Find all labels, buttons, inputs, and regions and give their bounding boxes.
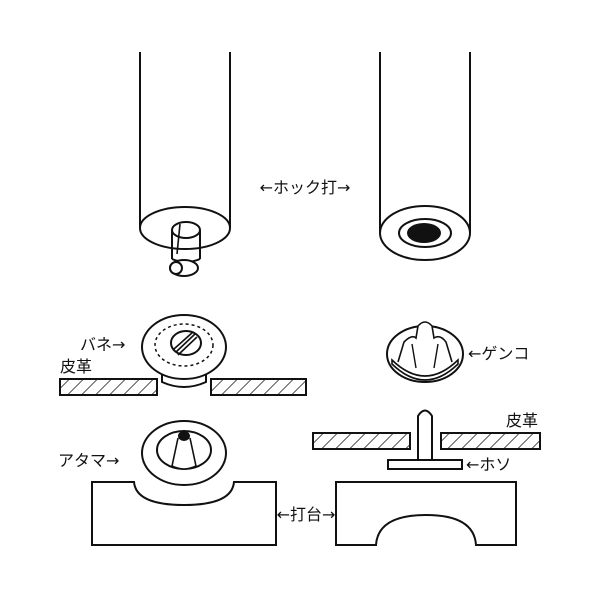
atama-label: アタマ→ bbox=[58, 451, 119, 470]
left-leather-strip-a bbox=[59, 378, 158, 396]
right-hook-setter bbox=[379, 52, 471, 261]
genko-part bbox=[386, 321, 464, 383]
left-leather-strip-b bbox=[210, 378, 307, 396]
hook-setter-label: ←ホック打→ bbox=[260, 178, 351, 197]
left-hook-setter bbox=[139, 52, 231, 277]
right-anvil bbox=[335, 481, 517, 546]
left-leather-label: 皮革 bbox=[60, 357, 92, 376]
anvil-label: ←打台→ bbox=[277, 505, 336, 524]
right-leather-strip-a bbox=[312, 432, 411, 450]
atama-part bbox=[141, 420, 227, 486]
genko-label: ←ゲンコ bbox=[468, 344, 529, 363]
right-leather-label: 皮革 bbox=[506, 411, 538, 430]
hoso-part bbox=[387, 409, 463, 470]
right-leather-strip-b bbox=[440, 432, 541, 450]
left-anvil bbox=[91, 481, 277, 546]
spring-part bbox=[141, 314, 227, 388]
spring-label: バネ→ bbox=[80, 335, 125, 354]
hoso-label: ←ホソ bbox=[466, 455, 511, 474]
